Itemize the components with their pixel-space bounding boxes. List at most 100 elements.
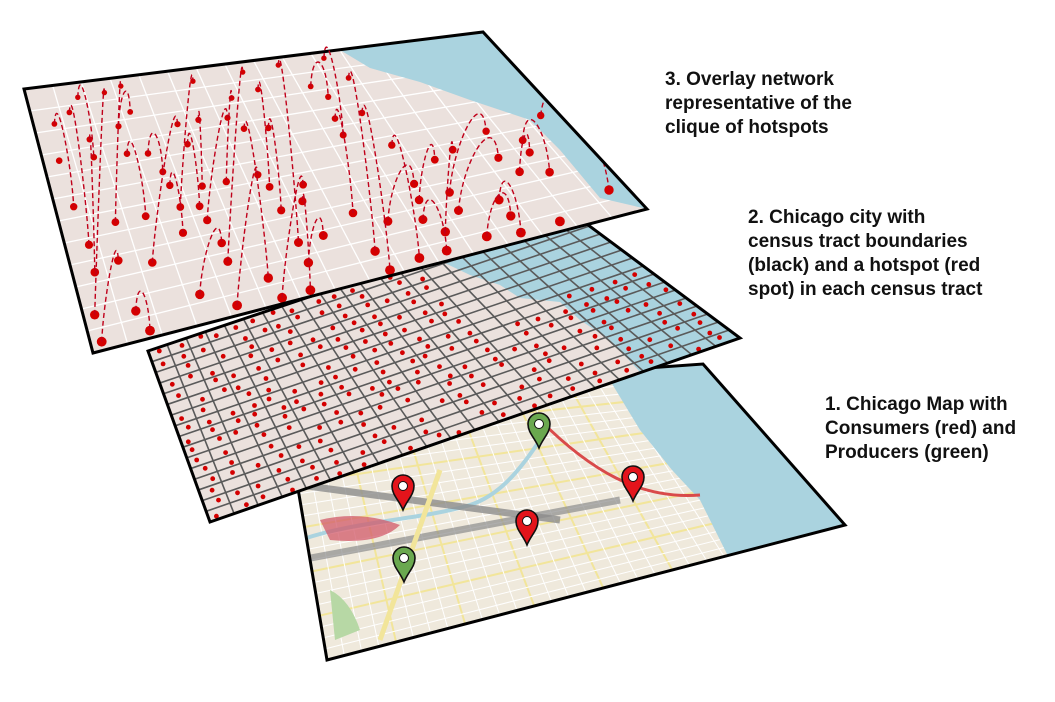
hotspot-dot <box>370 386 375 391</box>
hotspot-dot <box>160 361 166 367</box>
hotspot-dot <box>321 401 327 407</box>
hotspot-dot <box>425 344 431 349</box>
street <box>548 374 656 575</box>
network-edge <box>227 66 244 262</box>
hotspot-dot <box>200 407 206 413</box>
hotspot-dot <box>657 310 662 316</box>
network-edge <box>114 80 122 223</box>
hotspot-dot <box>252 403 257 408</box>
tract-line <box>198 313 709 491</box>
hotspot-dot <box>343 345 349 350</box>
overlay-network-edges <box>53 90 610 342</box>
tract-line <box>75 164 607 288</box>
hotspot-dot <box>647 337 653 343</box>
hotspot-dot <box>145 325 155 336</box>
caption-line: 2. Chicago city with <box>748 207 926 228</box>
hotspot-dot <box>301 406 307 412</box>
hotspot-dot <box>317 438 323 444</box>
hotspot-dot <box>255 462 261 468</box>
hotspot-dot <box>260 494 266 500</box>
network-edge <box>418 143 436 201</box>
tract-line <box>159 233 601 384</box>
tract-line <box>163 241 612 395</box>
hotspot-dot <box>626 346 632 352</box>
hotspot-dot <box>565 376 571 381</box>
hotspot-dot <box>342 313 348 319</box>
layer-3-overlay-network <box>22 30 650 355</box>
hotspot-dot <box>185 439 191 445</box>
hotspot-dot <box>249 344 255 350</box>
hotspot-dot <box>298 352 303 358</box>
hotspot-dot <box>543 351 548 357</box>
hotspot-dot <box>277 206 286 215</box>
hotspot-dot <box>287 340 293 346</box>
consumer-marker-icon-hole <box>628 472 638 482</box>
hotspot-dot <box>415 369 420 375</box>
hotspot-dot <box>266 387 272 393</box>
hotspot-dot <box>289 308 295 314</box>
hotspot-dot <box>604 296 610 301</box>
hotspot-dot <box>179 343 185 348</box>
network-edge <box>68 104 90 245</box>
network-edge <box>301 192 312 291</box>
hotspot-dot <box>248 353 254 359</box>
tract-line <box>46 90 538 178</box>
hotspot-dot <box>707 330 713 336</box>
hotspot-dot <box>646 282 652 287</box>
hotspot-dot <box>176 393 181 398</box>
hotspot-dot <box>632 272 638 277</box>
hotspot-dot <box>338 419 344 425</box>
hotspot-dot <box>382 331 388 337</box>
hotspot-dot <box>359 294 365 299</box>
hotspot-dot <box>601 319 607 325</box>
hotspot-dot <box>281 405 287 410</box>
hotspot-dot <box>339 384 344 390</box>
hotspot-dot <box>358 410 364 416</box>
hotspot-dot <box>473 338 479 344</box>
hotspot-dot <box>592 333 598 339</box>
hotspot-dot <box>336 303 342 309</box>
hotspot-dot <box>141 212 150 221</box>
producer-marker-icon <box>392 546 416 585</box>
network-edge <box>422 199 448 251</box>
consumer-marker-icon-body <box>621 465 645 504</box>
hotspot-dot <box>391 425 397 430</box>
hotspot-dot <box>350 353 356 359</box>
hotspot-dot <box>397 280 402 285</box>
hotspot-dot <box>563 309 568 314</box>
hotspot-dot <box>213 333 219 339</box>
hotspot-dot <box>419 417 425 423</box>
hotspot-dot <box>331 294 337 299</box>
tract-line <box>69 149 593 266</box>
hotspot-dot <box>546 358 552 364</box>
network-edge <box>94 88 106 315</box>
caption-line: spot) in each census tract <box>748 279 983 300</box>
hotspot-dot <box>618 336 624 342</box>
hotspot-dot <box>517 396 522 401</box>
network-edge <box>135 290 151 331</box>
hotspot-dot <box>457 393 463 398</box>
hotspot-dot <box>361 422 366 427</box>
hotspot-dot <box>222 387 227 393</box>
hotspot-dot <box>262 327 268 333</box>
hotspot-dot <box>566 293 572 299</box>
hotspot-dot <box>378 321 383 327</box>
hotspot-dot <box>230 410 236 416</box>
hotspot-dot <box>584 302 589 307</box>
hotspot-dot <box>223 450 229 455</box>
network-edge <box>310 61 329 97</box>
caption-layer-3: 3. Overlay network representative of the… <box>665 68 852 140</box>
hotspot-dot <box>261 432 267 437</box>
hotspot-dot <box>194 457 200 463</box>
hotspot-dot <box>534 343 539 349</box>
hotspot-dot <box>188 373 193 379</box>
hotspots <box>51 55 614 347</box>
hotspot-dot <box>499 362 504 367</box>
hotspot-dot <box>677 301 683 306</box>
network-edge <box>281 175 304 298</box>
street <box>520 376 621 584</box>
hotspot-dot <box>597 378 603 384</box>
network-edge <box>448 113 487 193</box>
network-edge <box>77 84 95 158</box>
producer-marker-icon-body <box>527 412 551 451</box>
